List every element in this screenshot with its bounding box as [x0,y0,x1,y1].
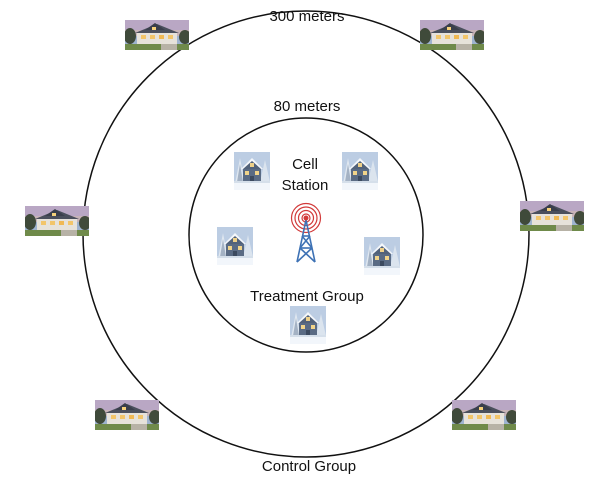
treatment-house-mid-right [364,237,400,275]
cell-label-line1: Cell [292,156,318,173]
control-house-bottom-right [452,400,516,430]
control-house-top-right [420,20,484,50]
outer-radius-label: 300 meters [269,8,344,25]
inner-radius-label: 80 meters [274,98,341,115]
control-house-top-left [125,20,189,50]
treatment-house-mid-left [217,227,253,265]
outer-ring-300m [82,10,530,458]
cell-tower-icon [290,202,322,263]
control-house-mid-left [25,206,89,236]
inner-ring-80m [188,117,424,353]
station-label-line2: Station [282,177,329,194]
control-house-mid-right [520,201,584,231]
treatment-house-upper-left [234,152,270,190]
control-group-label: Control Group [262,458,356,475]
treatment-house-upper-right [342,152,378,190]
treatment-group-label: Treatment Group [250,288,364,305]
control-house-bottom-left [95,400,159,430]
treatment-house-bottom [290,306,326,344]
